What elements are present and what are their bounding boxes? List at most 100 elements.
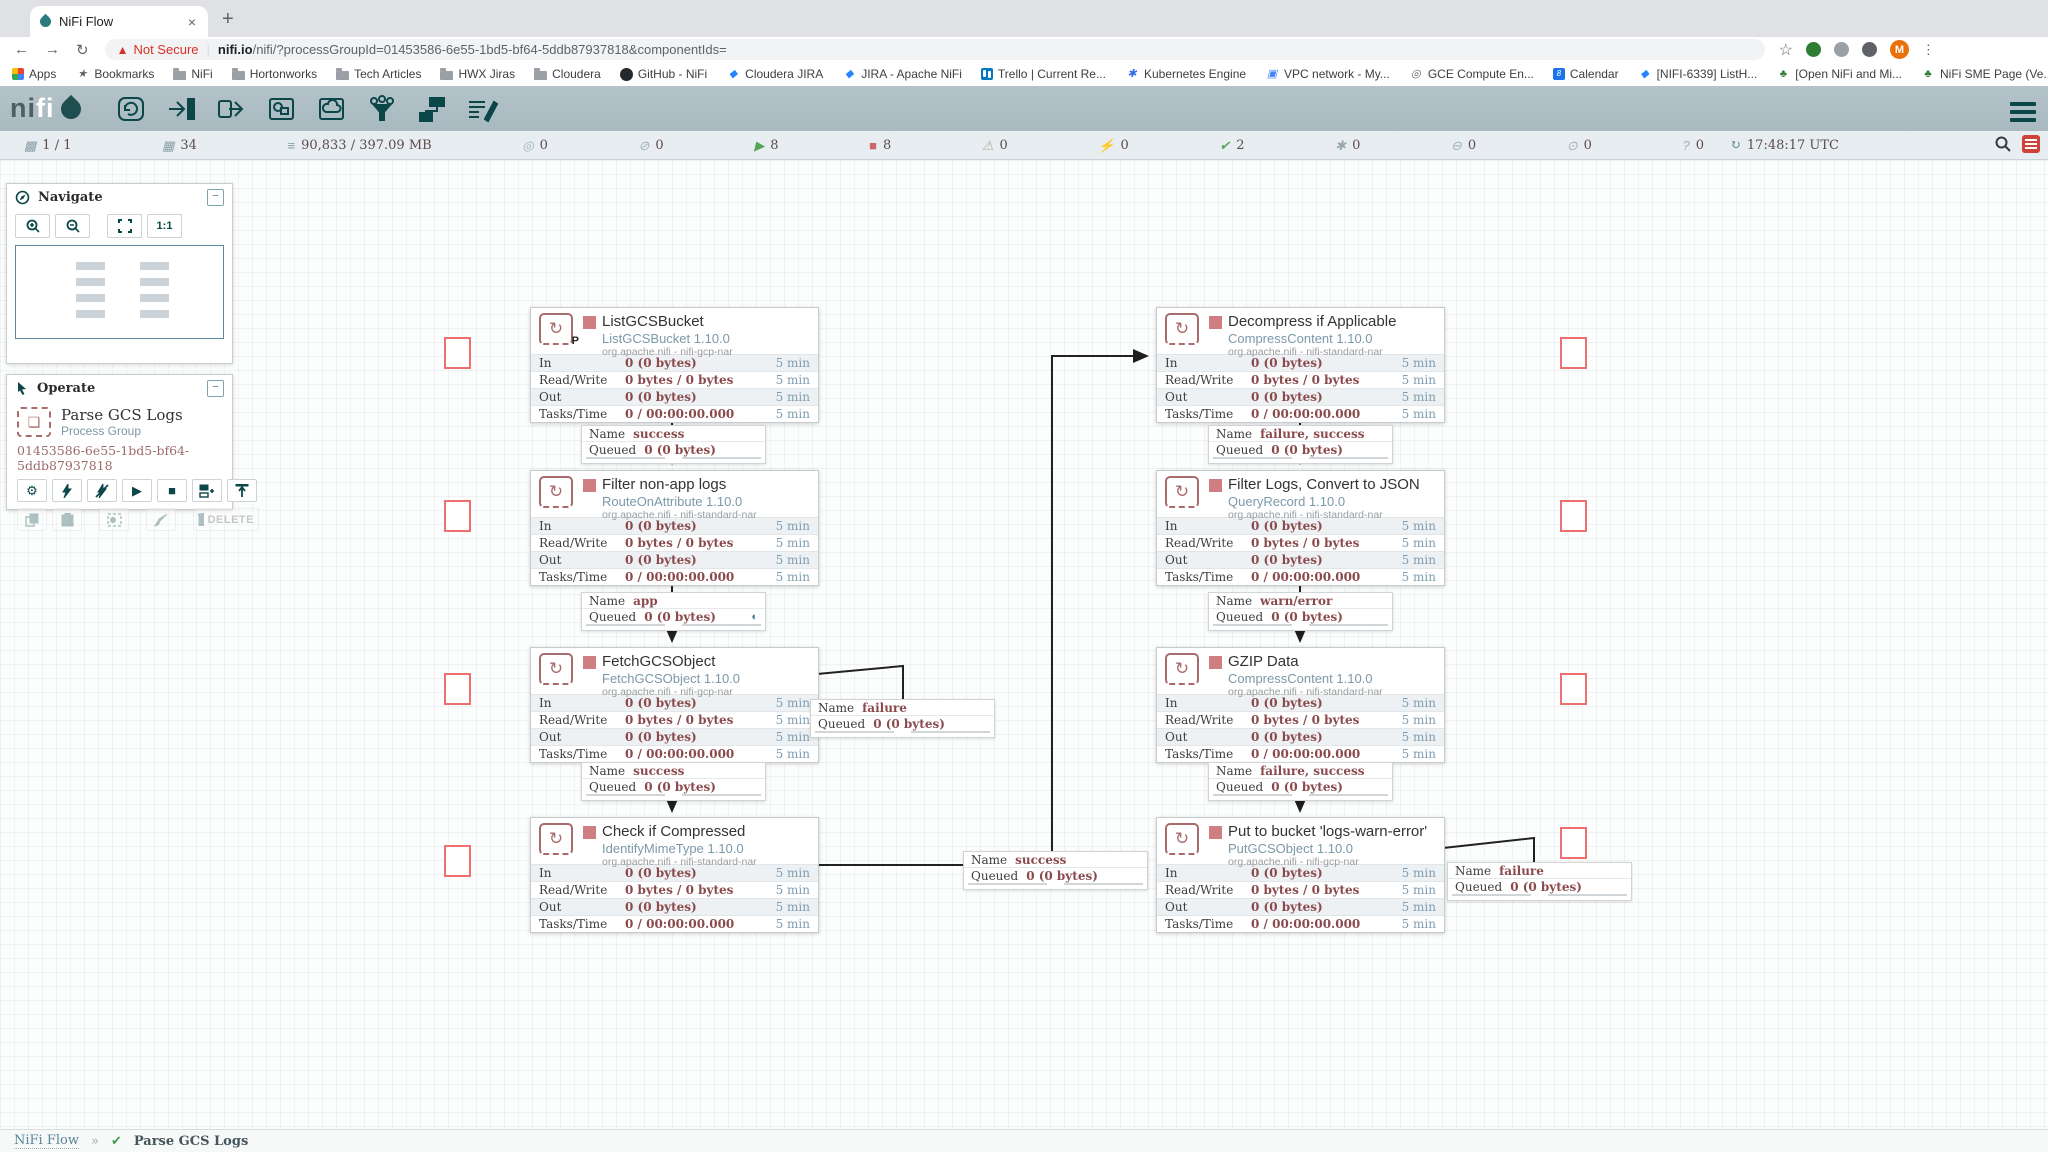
extension-icon[interactable] (1833, 42, 1849, 57)
bookmark-item[interactable]: NiFi SME Page (Ve... (1921, 67, 2048, 81)
refresh-time: 17:48:17 UTC (1746, 137, 1839, 153)
bookmark-item[interactable]: 8 Calendar (1552, 67, 1619, 81)
processor[interactable]: ↻ FetchGCSObject FetchGCSObject 1.10.0 o… (530, 647, 819, 763)
bookmark-item[interactable]: VPC network - My... (1265, 67, 1390, 81)
flow-canvas[interactable]: ↻P ListGCSBucket ListGCSBucket 1.10.0 or… (0, 160, 2048, 1129)
bookmark-item[interactable]: Kubernetes Engine (1125, 67, 1246, 81)
extension-icon[interactable] (1805, 42, 1821, 57)
last-refresh[interactable]: ↻ 17:48:17 UTC (1730, 138, 1839, 153)
template-tool[interactable] (407, 86, 457, 131)
bookmark-item[interactable]: JIRA - Apache NiFi (842, 67, 962, 81)
active-threads-icon: ▦ (162, 137, 175, 153)
bookmark-item[interactable]: Bookmarks (75, 67, 154, 81)
start-button[interactable]: ▶ (122, 479, 152, 502)
browser-menu-icon[interactable]: ⋮ (1921, 41, 1935, 57)
global-menu-icon[interactable] (2010, 98, 2036, 126)
processor[interactable]: ↻ Filter Logs, Convert to JSON QueryReco… (1156, 470, 1445, 586)
search-icon[interactable] (1994, 135, 2012, 153)
minimap-block (76, 262, 105, 270)
navigate-collapse-button[interactable]: − (207, 189, 224, 206)
processor-name: Put to bucket 'logs-warn-error' (1228, 823, 1428, 840)
reload-icon[interactable]: ↻ (76, 41, 89, 59)
create-template-button[interactable] (192, 479, 222, 502)
upload-template-button[interactable] (227, 479, 257, 502)
label-tool[interactable] (457, 86, 507, 131)
bookmark-item[interactable]: Apps (12, 67, 56, 81)
forward-icon[interactable]: → (45, 40, 60, 58)
annotation-number (1560, 673, 1587, 705)
enable-button[interactable] (52, 479, 82, 502)
delete-button[interactable]: DELETE (193, 508, 259, 531)
bookmark-item[interactable]: GCE Compute En... (1409, 67, 1534, 81)
bookmark-item[interactable]: GitHub - NiFi (619, 67, 707, 81)
operate-collapse-button[interactable]: − (207, 380, 224, 397)
processor[interactable]: ↻ GZIP Data CompressContent 1.10.0 org.a… (1156, 647, 1445, 763)
back-icon[interactable]: ← (14, 40, 29, 58)
bookmarks-bar: Apps Bookmarks NiFi Hortonworks Tech Art… (0, 62, 2048, 86)
processor[interactable]: ↻ Check if Compressed IdentifyMimeType 1… (530, 817, 819, 933)
processor-tool[interactable] (107, 86, 157, 131)
processor[interactable]: ↻ Put to bucket 'logs-warn-error' PutGCS… (1156, 817, 1445, 933)
group-button[interactable] (99, 508, 129, 531)
copy-button[interactable] (17, 508, 47, 531)
remote-process-group-tool[interactable] (307, 86, 357, 131)
new-tab-button[interactable]: + (222, 8, 234, 30)
bookmark-item[interactable]: Cloudera JIRA (726, 67, 823, 81)
processor[interactable]: ↻P ListGCSBucket ListGCSBucket 1.10.0 or… (530, 307, 819, 423)
connection-wires (665, 349, 1535, 882)
bookmark-diamond-icon (726, 67, 740, 81)
zoom-in-button[interactable] (15, 214, 50, 238)
bookmark-item[interactable]: [Open NiFi and Mi... (1776, 67, 1902, 81)
minimap-block (140, 294, 169, 302)
minimap-block (140, 278, 169, 286)
birdseye-minimap[interactable] (15, 245, 224, 339)
bookmark-squares-icon (1265, 67, 1279, 81)
refresh-icon[interactable]: ↻ (1730, 137, 1741, 153)
paste-button[interactable] (52, 508, 82, 531)
zoom-fit-button[interactable] (107, 214, 142, 238)
browser-tab-bar: NiFi Flow × + (0, 0, 2048, 37)
zoom-actual-button[interactable]: 1:1 (147, 214, 182, 238)
omnibox[interactable]: ▲ Not Secure | nifi.io/nifi/?processGrou… (104, 39, 1765, 60)
disable-button[interactable] (87, 479, 117, 502)
bookmark-item[interactable]: NiFi (173, 67, 213, 81)
bookmark-item[interactable]: Hortonworks (231, 67, 317, 81)
bookmark-star-icon[interactable]: ☆ (1778, 41, 1793, 59)
processor[interactable]: ↻ Filter non-app logs RouteOnAttribute 1… (530, 470, 819, 586)
bulletin-icon[interactable] (2022, 135, 2040, 153)
stopped-indicator (1209, 826, 1222, 839)
status-not-transmitting: ⊘ 0 (638, 137, 664, 153)
bookmark-item[interactable]: Tech Articles (336, 67, 421, 81)
browser-tab[interactable]: NiFi Flow × (30, 6, 208, 37)
stop-button[interactable]: ■ (157, 479, 187, 502)
funnel-tool[interactable] (357, 86, 407, 131)
nifi-status-bar: ▩ 1 / 1 ▦ 34 ≡ 90,833 / 397.09 MB ◎ 0 ⊘ … (0, 131, 2048, 160)
breadcrumb-root[interactable]: NiFi Flow (14, 1133, 79, 1149)
annotation-number (444, 845, 471, 877)
extension-icon[interactable] (1861, 42, 1877, 57)
bookmark-item[interactable]: HWX Jiras (440, 67, 515, 81)
color-button[interactable] (146, 508, 176, 531)
tab-close-icon[interactable]: × (187, 13, 196, 30)
annotation-number (444, 673, 471, 705)
processor[interactable]: ↻ Decompress if Applicable CompressConte… (1156, 307, 1445, 423)
input-port-tool[interactable] (157, 86, 207, 131)
bookmark-item[interactable]: [NIFI-6339] ListH... (1638, 67, 1758, 81)
process-group-tool[interactable] (257, 86, 307, 131)
bookmark-item[interactable]: Trello | Current Re... (980, 67, 1106, 81)
zoom-out-button[interactable] (55, 214, 90, 238)
configure-button[interactable]: ⚙ (17, 479, 47, 502)
output-port-tool[interactable] (207, 86, 257, 131)
processor-type: CompressContent 1.10.0 (1228, 670, 1373, 686)
profile-avatar[interactable]: M (1889, 40, 1909, 59)
bookmark-item[interactable]: Cloudera (534, 67, 601, 81)
